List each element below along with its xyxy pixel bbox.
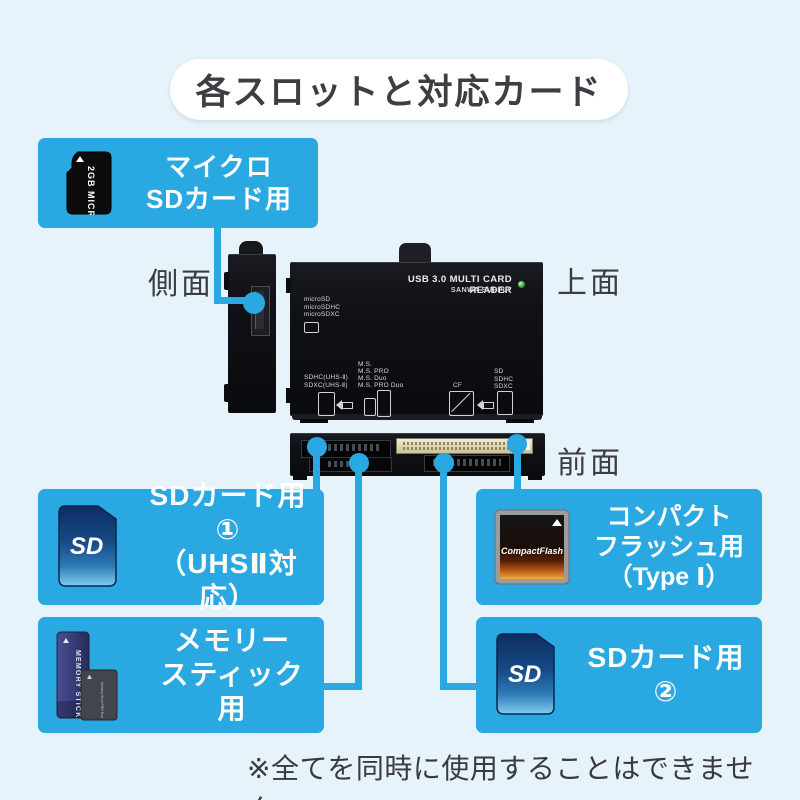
callout-compactflash: CompactFlash コンパクト フラッシュ用 （Type Ⅰ） (476, 489, 762, 605)
insert-arrow-icon (477, 400, 494, 410)
microsd-slot-outline-icon (304, 322, 319, 333)
page-title-text: 各スロットと対応カード (195, 73, 603, 112)
sd-card-icon: SD (496, 633, 555, 715)
top-device-body (290, 262, 543, 416)
label-side-view: 側面 (148, 268, 214, 301)
cf-card-icon: CompactFlash (494, 509, 570, 585)
top-device-foot-right (506, 419, 534, 423)
device-brand-text: USB 3.0 MULTI CARD READER (407, 274, 512, 296)
microsd-card-label: 2GB MICRO (86, 166, 96, 215)
callout-sd1-text: SDカード用① （UHSⅡ対応） (149, 480, 307, 613)
connector-microsd-dot (243, 292, 265, 314)
top-device-tab-top (286, 278, 291, 293)
top-device-cable (399, 243, 431, 263)
connector-ms-horizontal (322, 683, 362, 690)
sanwa-supply-logo: SANWA SUPPLY (450, 287, 512, 294)
callout-memory-stick-text: メモリー スティック用 (160, 625, 304, 724)
front-device-foot-left (293, 475, 307, 480)
sd-card-outline-icon (318, 392, 335, 416)
connector-sd1-dot (307, 437, 327, 457)
power-led-icon (518, 281, 525, 288)
sd-logo-text: SD (508, 661, 541, 688)
top-device-base (292, 414, 542, 420)
page-title: 各スロットと対応カード (170, 59, 628, 120)
memory-stick-label-text: MEMORY STICK (74, 650, 81, 718)
connector-microsd-horizontal (214, 297, 258, 304)
memory-stick-small-outline-icon (364, 398, 376, 416)
connector-ms-vertical (355, 462, 362, 690)
connector-sd2-vertical (440, 462, 447, 690)
connector-ms-dot (349, 453, 369, 473)
print-sd-uhs-slot: SDHC(UHS-Ⅱ) SDXC(UHS-Ⅱ) (304, 374, 349, 389)
label-front-view: 前面 (557, 447, 623, 480)
callout-sd1: SD SDカード用① （UHSⅡ対応） (38, 480, 324, 613)
connector-cf-line (514, 444, 521, 494)
side-device-tab-top (224, 272, 229, 290)
callout-sd2: SD SDカード用② (476, 617, 762, 733)
print-cf-slot: CF (453, 382, 463, 389)
footnote: ※全てを同時に使用することはできません。 (247, 753, 755, 800)
side-device-tab-bottom (224, 384, 229, 402)
memory-stick-tall-outline-icon (377, 390, 391, 417)
connector-sd2-horizontal (443, 683, 483, 690)
microsd-card-icon: 2GB MICRO (66, 151, 112, 215)
connector-cf-dot (507, 434, 527, 454)
callout-sd2-text: SDカード用② (587, 642, 745, 707)
front-device-foot-right (528, 475, 542, 480)
connector-sd1-line (313, 447, 320, 494)
callout-memory-stick: MEMORY STICK Memory Stick PRO Duo メモリー ス… (38, 617, 324, 733)
print-ms-slot: M.S. M.S. PRO M.S. Duo M.S. PRO Duo (358, 361, 404, 389)
top-device-tab-bottom (286, 388, 291, 403)
memory-stick-duo-icon: Memory Stick PRO Duo (80, 669, 118, 721)
sd-logo-text: SD (70, 533, 103, 560)
connector-sd2-dot (434, 453, 454, 473)
cf-logo-text: CompactFlash (501, 546, 564, 556)
memory-stick-duo-label-text: Memory Stick PRO Duo (100, 682, 104, 718)
print-sd-slot: SD SDHC SDXC (494, 368, 514, 390)
sd-card-icon: SD (58, 505, 117, 587)
callout-microsd-text: マイクロ SDカード用 (145, 152, 293, 214)
label-top-view: 上面 (557, 267, 623, 300)
callout-compactflash-text: コンパクト フラッシュ用 （Type Ⅰ） (593, 503, 744, 591)
sd-card-outline-icon-2 (497, 391, 513, 415)
callout-microsd: 2GB MICRO マイクロ SDカード用 (38, 138, 318, 228)
top-device-foot-left (300, 419, 328, 423)
insert-arrow-icon (336, 400, 353, 410)
connector-microsd-vertical (214, 226, 221, 304)
print-microsd-slot: microSD microSDHC microSDXC (304, 296, 341, 318)
cf-card-outline-icon (449, 391, 474, 416)
